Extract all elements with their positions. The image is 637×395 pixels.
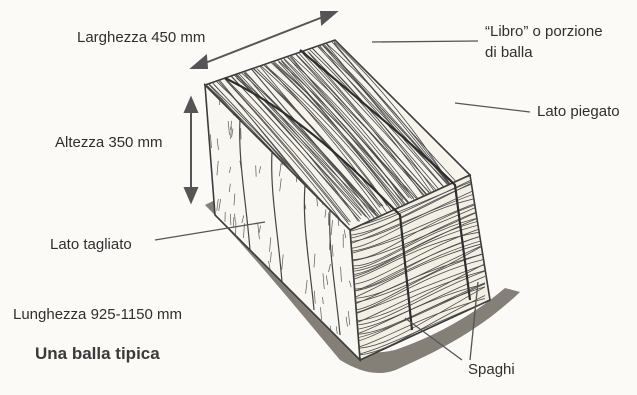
- folded-side-label: Lato piegato: [537, 103, 620, 121]
- straw-stroke: [286, 343, 287, 350]
- straw-stroke: [236, 257, 238, 264]
- straw-stroke: [209, 320, 211, 333]
- straw-stroke: [227, 256, 228, 264]
- straw-stroke: [248, 326, 249, 341]
- straw-stroke: [208, 296, 210, 307]
- width-label: Larghezza 450 mm: [77, 29, 205, 47]
- straw-stroke: [226, 275, 227, 282]
- cut-side-label: Lato tagliato: [50, 236, 132, 254]
- straw-stroke: [216, 294, 217, 307]
- straw-stroke: [293, 311, 295, 317]
- book-label-line1: “Libro” o porzione: [485, 23, 603, 41]
- straw-stroke: [304, 344, 306, 353]
- straw-stroke: [252, 337, 253, 344]
- straw-stroke: [216, 303, 217, 318]
- straw-stroke: [247, 300, 248, 315]
- straw-stroke: [245, 251, 246, 257]
- height-label: Altezza 350 mm: [55, 134, 163, 152]
- straw-stroke: [312, 345, 314, 352]
- diagram-caption: Una balla tipica: [35, 345, 160, 363]
- length-label: Lunghezza 925-1150 mm: [13, 306, 182, 324]
- straw-stroke: [228, 343, 230, 357]
- twine-label: Spaghi: [468, 361, 515, 379]
- straw-stroke: [239, 345, 240, 358]
- straw-stroke: [221, 281, 222, 288]
- straw-stroke: [291, 340, 293, 351]
- book-label-line2: di balla: [485, 44, 533, 62]
